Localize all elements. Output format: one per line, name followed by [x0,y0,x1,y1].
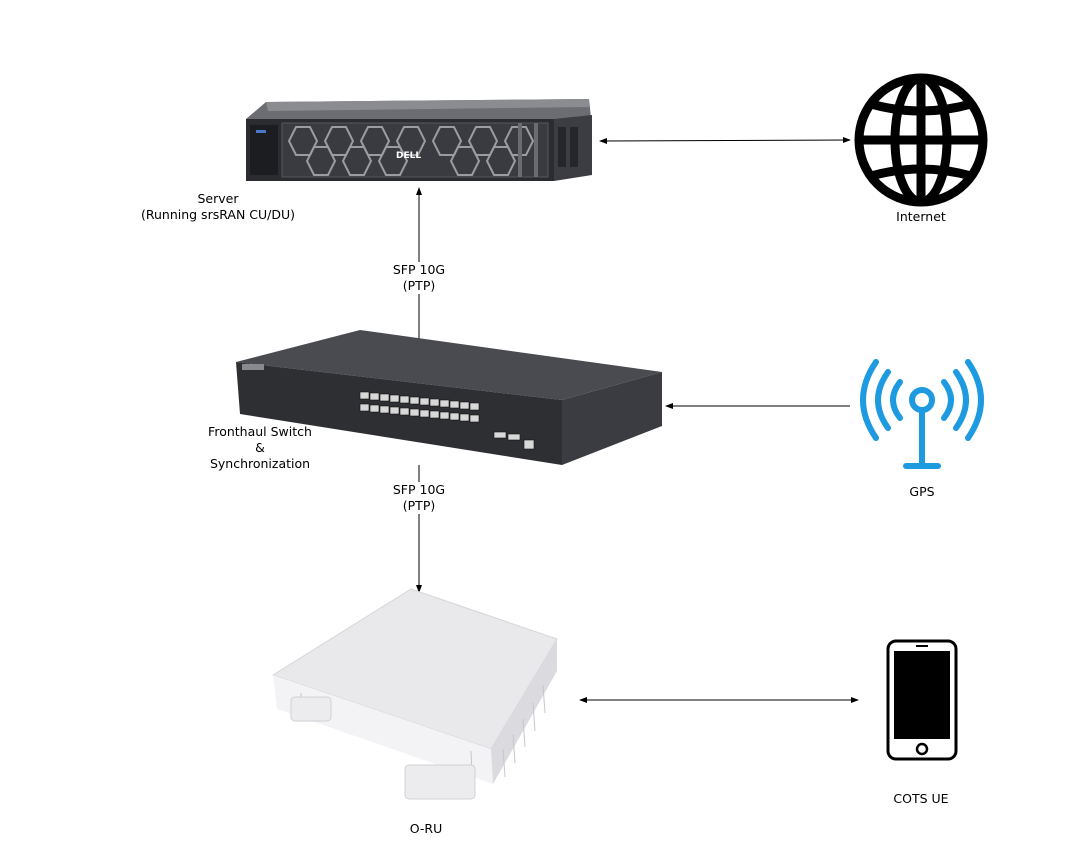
switch-ampersand: & [255,440,265,455]
server-label: Server (Running srsRAN CU/DU) [118,191,318,223]
gps-label: GPS [909,484,935,499]
radio-unit-icon[interactable] [271,588,561,804]
server-icon[interactable]: DELL [246,97,596,192]
server-switch-link-label: SFP 10G (PTP) [379,262,459,294]
server-subtitle: (Running srsRAN CU/DU) [140,207,296,222]
ue-label: COTS UE [893,791,949,806]
server-brand-logo: DELL [396,151,421,161]
phone-icon[interactable] [886,639,958,761]
oru-label: O-RU [409,821,443,836]
switch-oru-link-label: SFP 10G (PTP) [379,482,459,514]
link-protocol: (PTP) [402,278,436,293]
link-speed: SFP 10G [392,482,446,497]
server-title: Server [197,191,239,206]
switch-label: Fronthaul Switch & Synchronization [185,424,335,472]
server-internet-link [599,137,851,144]
antenna-icon[interactable] [860,354,984,474]
switch-icon[interactable] [232,328,662,468]
link-speed: SFP 10G [392,262,446,277]
internet-label: Internet [896,209,946,224]
switch-title: Fronthaul Switch [208,424,312,439]
globe-icon[interactable] [851,72,991,212]
switch-subtitle: Synchronization [209,456,311,471]
link-protocol: (PTP) [402,498,436,513]
